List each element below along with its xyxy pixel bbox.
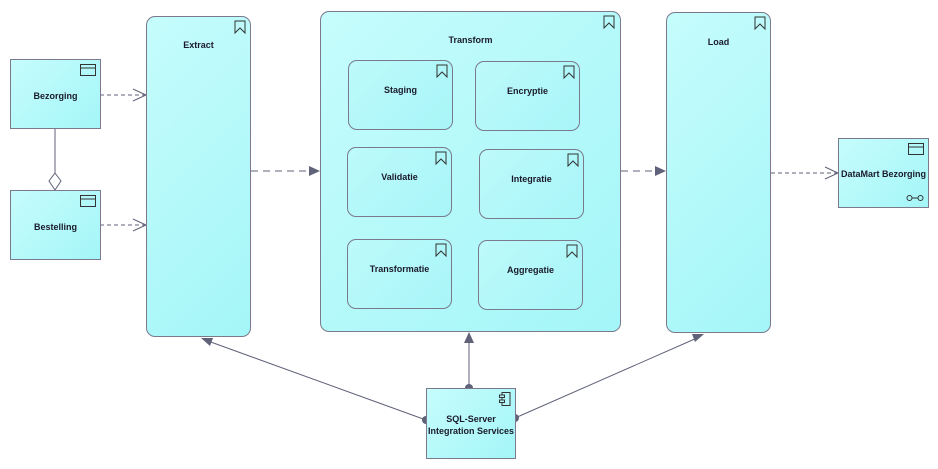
data-object-label: Bestelling [33,222,77,232]
flow-extract-transform[interactable] [251,166,320,176]
component-label-line1: SQL-Server [446,414,496,424]
flow-transform-load[interactable] [621,166,666,176]
step-label: Transformatie [369,264,430,274]
bookmark-icon [566,244,578,258]
data-object-icon [80,64,96,76]
component-ssis[interactable]: SQL-Server Integration Services [426,388,516,459]
aggregation-bezorging-bestelling[interactable] [48,129,62,191]
serving-ssis-load[interactable] [511,334,704,422]
step-encryptie[interactable]: Encryptie [475,61,580,131]
data-object-bezorging[interactable]: Bezorging [10,59,101,129]
bookmark-icon [563,65,575,79]
step-label: Integratie [511,174,552,184]
step-staging[interactable]: Staging [348,60,453,130]
flow-bezorging-extract[interactable] [100,88,148,102]
flow-load-datamart[interactable] [771,166,840,180]
step-integratie[interactable]: Integratie [479,149,584,219]
process-label: Extract [183,40,214,50]
data-object-label: DataMart Bezorging [840,169,926,179]
data-object-icon [908,143,924,155]
data-object-icon [80,195,96,207]
bookmark-icon [603,15,615,29]
process-label: Load [707,37,730,47]
bookmark-icon [754,16,766,30]
serving-ssis-transform[interactable] [464,332,474,392]
bookmark-icon [435,243,447,257]
data-object-datamart[interactable]: DataMart Bezorging [838,138,929,208]
step-transformatie[interactable]: Transformatie [347,239,452,309]
step-label: Validatie [381,172,418,182]
step-label: Staging [384,85,417,95]
step-label: Aggregatie [506,265,554,275]
flow-bestelling-extract[interactable] [100,218,148,232]
component-icon [499,392,511,406]
interface-link-icon [906,195,924,201]
data-object-label: Bezorging [33,91,78,101]
bookmark-icon [234,20,246,34]
step-label: Encryptie [506,86,548,96]
step-aggregatie[interactable]: Aggregatie [478,240,583,310]
process-label: Transform [448,35,493,45]
serving-ssis-extract[interactable] [201,338,430,424]
component-label-line2: Integration Services [427,426,515,436]
step-validatie[interactable]: Validatie [347,147,452,217]
data-object-bestelling[interactable]: Bestelling [10,190,101,260]
process-extract[interactable]: Extract [146,16,251,337]
process-load[interactable]: Load [666,12,771,333]
bookmark-icon [567,153,579,167]
bookmark-icon [435,151,447,165]
bookmark-icon [436,64,448,78]
